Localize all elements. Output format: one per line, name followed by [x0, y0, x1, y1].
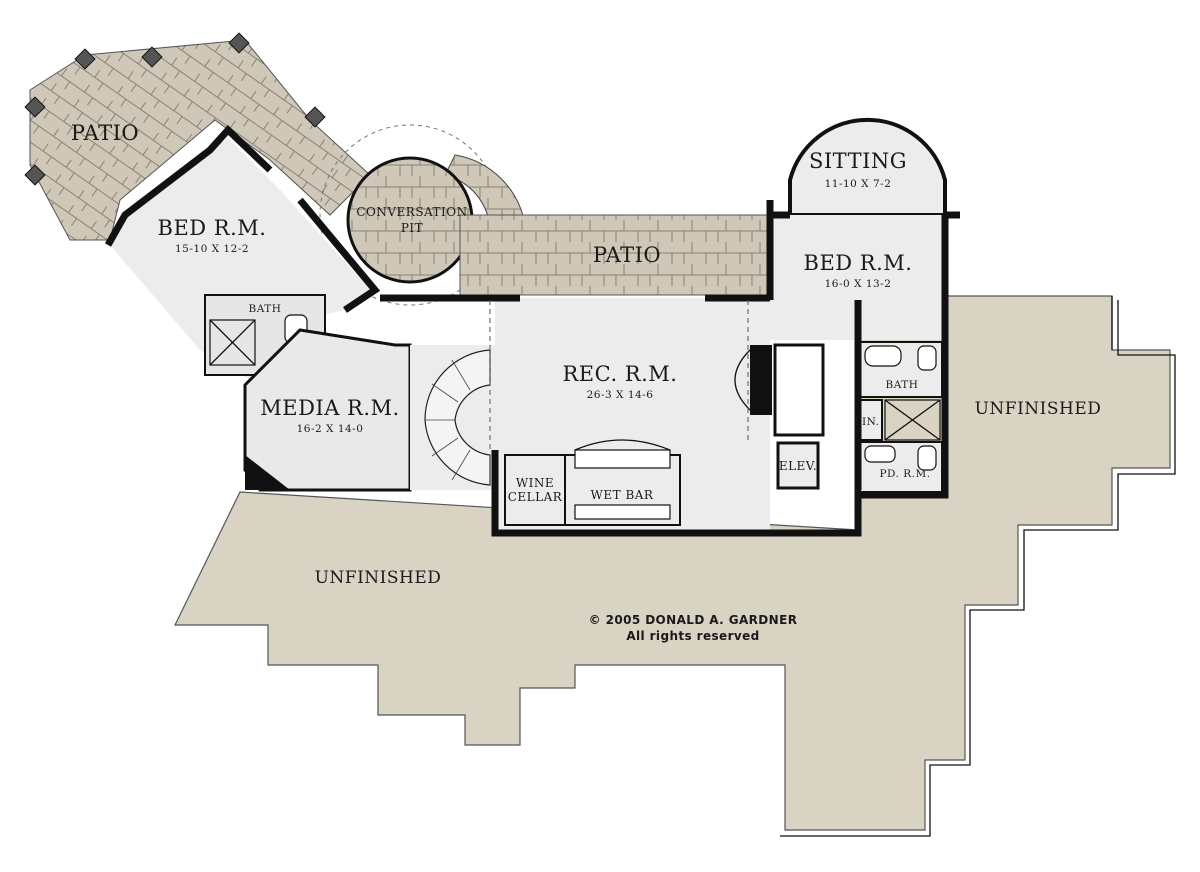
shower-right	[884, 399, 941, 441]
toilet-powder	[917, 445, 937, 471]
bed-left-dims: 15-10 X 12-2	[175, 243, 249, 255]
linen-label: LIN.	[855, 416, 880, 428]
conversation-pit-label-1: CONVERSATION	[356, 205, 467, 219]
patio-column-markers	[24, 32, 326, 186]
bed-right-walls	[766, 200, 960, 300]
patio-center	[459, 214, 769, 296]
sink-powder	[864, 445, 896, 463]
bed-right-dims: 16-0 X 13-2	[825, 278, 892, 290]
sitting-dims: 11-10 X 7-2	[825, 178, 892, 190]
conversation-pit-label-2: PIT	[401, 221, 423, 235]
unfinished-right-label: UNFINISHED	[975, 399, 1102, 419]
shower-left	[209, 319, 256, 366]
conversation-pit	[346, 156, 474, 284]
bed-left-walls	[104, 124, 381, 313]
elevator-label: ELEV.	[779, 459, 817, 473]
powder-room-label: PD. R.M.	[879, 468, 930, 480]
bar-counter	[574, 449, 671, 469]
rec-room-walls	[380, 294, 862, 537]
wine-cellar	[504, 454, 566, 526]
wine-cellar-label-1: WINE	[516, 476, 554, 490]
bath-right-label: BATH	[886, 379, 919, 391]
rec-room-dims: 26-3 X 14-6	[587, 389, 654, 401]
bath-left-label: BATH	[249, 303, 282, 315]
bed-left-room	[110, 138, 375, 380]
bar-counter-lower	[574, 504, 671, 520]
wet-bar-label: WET BAR	[591, 488, 654, 502]
media-room-label: MEDIA R.M.	[260, 396, 399, 420]
tub-right	[864, 345, 902, 367]
copyright-text: © 2005 DONALD A. GARDNER	[589, 613, 798, 627]
toilet-right	[917, 345, 937, 371]
elevator	[776, 441, 820, 490]
patio-center-label: PATIO	[593, 243, 661, 267]
fireplace	[750, 345, 772, 415]
sitting-room	[788, 117, 947, 217]
unfinished-bottom-label: UNFINISHED	[315, 568, 442, 588]
closet-center-right	[773, 343, 825, 437]
bed-left-label: BED R.M.	[158, 216, 267, 240]
patio-left-label: PATIO	[71, 121, 139, 145]
rec-room-label: REC. R.M.	[563, 362, 678, 386]
rights-text: All rights reserved	[626, 629, 759, 643]
spiral-stair	[424, 349, 491, 486]
wine-cellar-label-2: CELLAR	[508, 490, 563, 504]
bed-right-label: BED R.M.	[804, 251, 913, 275]
sitting-label: SITTING	[809, 149, 907, 173]
media-corner-fill	[245, 455, 290, 490]
media-room-dims: 16-2 X 14-0	[297, 423, 364, 435]
